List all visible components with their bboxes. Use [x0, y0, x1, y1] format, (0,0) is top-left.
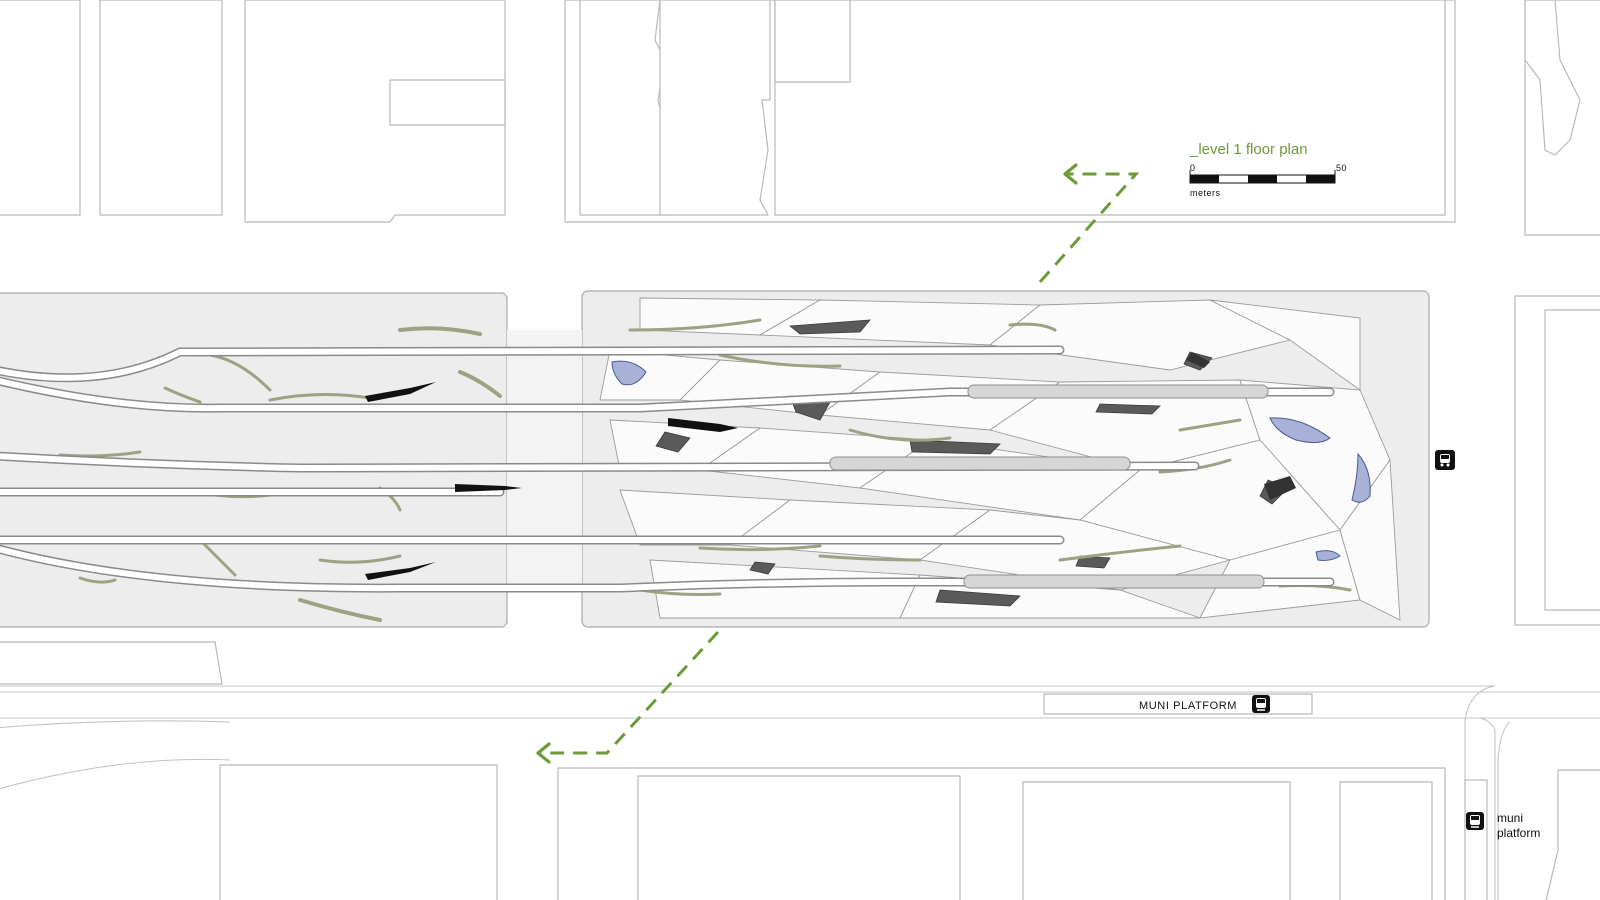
stair [1264, 476, 1296, 500]
opening [1075, 555, 1111, 569]
root-strand [78, 576, 117, 584]
muni-platform-sign: MUNI PLATFORM [1043, 693, 1313, 715]
blob [1315, 550, 1341, 561]
platforms [829, 384, 1269, 589]
street-edge [0, 685, 1496, 900]
exit-path-north [1038, 172, 1140, 283]
walkway-end [455, 484, 522, 492]
corner-platform-sign: muni platform [1466, 811, 1540, 840]
city-blocks [0, 0, 1600, 626]
building [637, 775, 961, 900]
building [774, 0, 851, 83]
building [1545, 769, 1600, 900]
building [0, 0, 81, 216]
root-strand [1008, 322, 1057, 332]
street-edge [1497, 721, 1511, 900]
scale-start-label: 0 [1190, 163, 1196, 173]
platform-strip [1464, 779, 1488, 900]
opening [935, 589, 1021, 607]
platform-label: MUNI PLATFORM [1139, 700, 1237, 712]
platform [967, 384, 1269, 399]
facet [988, 299, 1292, 371]
walkway-surface [0, 347, 1063, 381]
building [244, 0, 506, 223]
walkway-end [668, 418, 738, 432]
walkway-surface [0, 378, 1333, 412]
arrow-left-icon [536, 742, 551, 764]
building [219, 764, 498, 900]
link-gap [507, 330, 582, 592]
root-strand [698, 544, 822, 552]
scale-bar: 0 50 meters [1189, 163, 1347, 198]
platform [963, 574, 1265, 589]
building [1524, 0, 1581, 156]
bus-stop-icon [1435, 450, 1455, 470]
opening [788, 319, 871, 335]
root-strand [1058, 544, 1182, 562]
root-strand [848, 428, 952, 442]
root-strand [163, 386, 202, 404]
plan-title: _level 1 floor plan [1189, 141, 1308, 158]
root-strand [458, 370, 502, 398]
root-strand [818, 554, 922, 562]
building [659, 0, 771, 216]
building [1544, 309, 1600, 611]
opening [909, 439, 1001, 455]
streets [0, 641, 1600, 900]
scale-end-label: 50 [1336, 163, 1347, 173]
root-strand [298, 598, 382, 622]
exit-arrows [536, 163, 1140, 764]
stair-grates [1186, 352, 1296, 500]
building [774, 0, 1446, 216]
building [1339, 781, 1433, 900]
root-strand [268, 392, 372, 402]
building [99, 0, 223, 216]
blob [611, 360, 647, 386]
station [0, 290, 1430, 628]
walkways [0, 345, 1335, 593]
root-strand [1178, 418, 1242, 432]
opening [749, 561, 776, 575]
corner-label-line2: platform [1497, 826, 1540, 840]
street-edge [0, 720, 231, 729]
blob [1351, 452, 1371, 503]
platform [829, 456, 1131, 471]
root-strand [718, 353, 842, 368]
scale-unit-label: meters [1190, 188, 1221, 198]
opening [1095, 403, 1161, 415]
building [0, 641, 223, 685]
root-strand [398, 326, 482, 336]
exit-path-south [540, 630, 720, 755]
root-strand [318, 554, 402, 564]
street-edge [0, 758, 231, 790]
facet [1339, 458, 1401, 621]
building [389, 79, 506, 126]
walkway-ends [365, 382, 738, 580]
blob [1269, 417, 1331, 444]
legend: _level 1 floor plan 0 50 meters [1189, 141, 1347, 198]
building [1022, 781, 1291, 900]
walkway-end [365, 382, 436, 402]
tram-icon [1252, 695, 1270, 713]
tram-icon [1466, 812, 1484, 830]
building [579, 0, 669, 216]
stair [1186, 352, 1210, 368]
walkway-surface [0, 546, 1333, 592]
walkway-surface [0, 453, 1198, 472]
corner-label-line1: muni [1497, 811, 1523, 825]
opening [655, 431, 691, 453]
walkway-end [365, 562, 436, 580]
arrow-left-icon [1063, 163, 1078, 185]
city-blocks-south [219, 764, 1600, 900]
furniture-blobs [611, 360, 1371, 561]
root-strand [628, 318, 762, 332]
